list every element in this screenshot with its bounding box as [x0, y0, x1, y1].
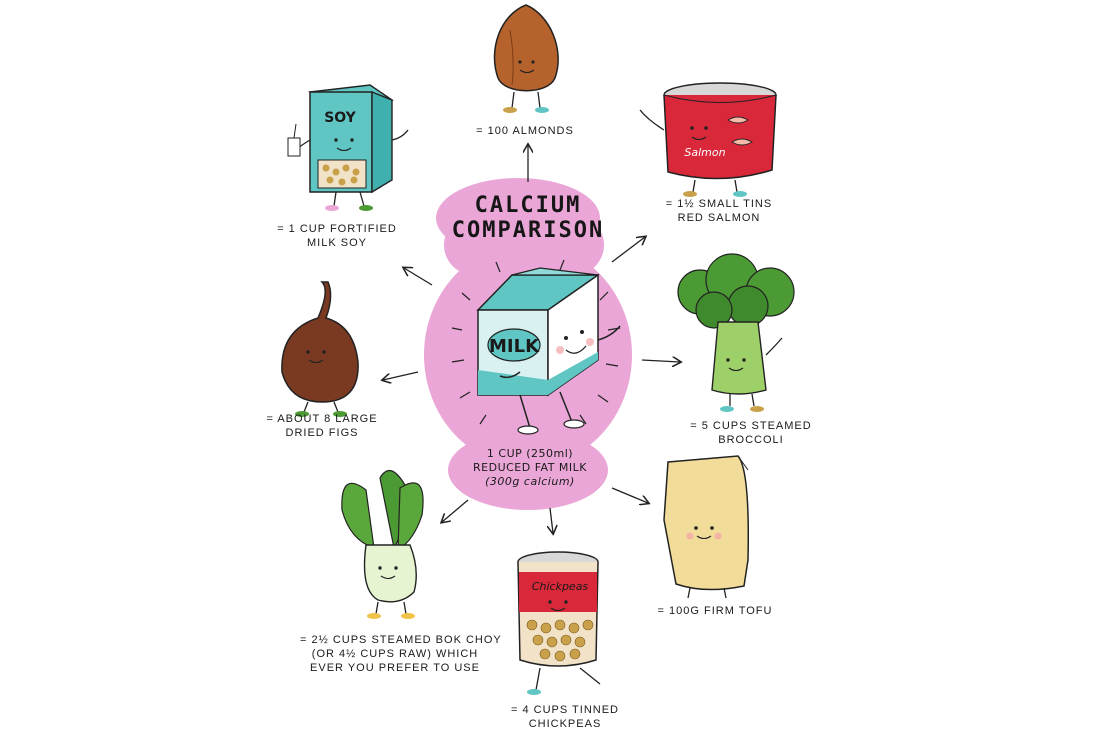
salmon-can-label: Salmon	[684, 146, 725, 159]
soy-label: = 1 CUP FORTIFIED MILK SOY	[272, 222, 402, 250]
salmon-tin-character: Salmon	[639, 82, 777, 197]
chickpea-can-label: Chickpeas	[532, 580, 589, 593]
soy-label-line-1: = 1 CUP FORTIFIED	[277, 223, 397, 235]
chickpea-tin-character: Chickpeas	[517, 551, 601, 695]
milk-caption: 1 CUP (250ml) REDUCED FAT MILK (300g cal…	[460, 447, 600, 489]
title-line-2: COMPARISON	[451, 218, 605, 243]
bok-choy-character	[341, 469, 424, 619]
milk-carton-character: MILK	[476, 267, 621, 435]
page-title: CALCIUM COMPARISON	[448, 193, 608, 243]
soy-carton-label: SOY	[324, 110, 356, 126]
broccoli-label-line-1: = 5 CUPS STEAMED	[690, 420, 812, 432]
tofu-label: = 100g FIRM TOFU	[655, 604, 775, 618]
figs-label: = ABOUT 8 LARGE DRIED FIGS	[262, 412, 382, 440]
bokchoy-label: = 2½ CUPS STEAMED BOK CHOY (OR 4½ CUPS R…	[300, 633, 502, 675]
fig-character	[281, 281, 359, 417]
title-line-1: CALCIUM	[474, 193, 582, 218]
figs-label-line-2: DRIED FIGS	[285, 427, 359, 439]
arrows	[383, 145, 680, 533]
almonds-label-line-1: = 100 ALMONDS	[476, 125, 574, 137]
arrow-to-tofu	[611, 487, 648, 503]
almonds-label: = 100 ALMONDS	[470, 124, 580, 138]
arrow-to-bokchoy	[442, 499, 469, 522]
milk-caption-line-2: REDUCED FAT MILK	[473, 461, 587, 474]
bokchoy-label-line-3: EVER YOU PREFER TO USE	[310, 662, 480, 674]
salmon-label: = 1½ SMALL TINS RED SALMON	[654, 197, 784, 225]
broccoli-label: = 5 CUPS STEAMED BROCCOLI	[686, 419, 816, 447]
figs-label-line-1: = ABOUT 8 LARGE	[266, 413, 378, 425]
bokchoy-label-line-2: (OR 4½ CUPS RAW) WHICH	[311, 648, 479, 660]
soy-label-line-2: MILK SOY	[307, 237, 367, 249]
chickpeas-label-line-2: CHICKPEAS	[528, 718, 602, 730]
tofu-character	[663, 455, 750, 599]
milk-caption-line-3: (300g calcium)	[485, 475, 575, 488]
salmon-label-line-2: RED SALMON	[677, 212, 761, 224]
milk-carton-label: MILK	[489, 336, 540, 357]
arrow-to-chickpeas	[550, 507, 553, 533]
arrow-to-soy	[404, 268, 433, 286]
arrow-to-broccoli	[641, 360, 680, 362]
broccoli-label-line-2: BROCCOLI	[718, 434, 784, 446]
almond-character	[493, 4, 559, 113]
bokchoy-label-line-1: = 2½ CUPS STEAMED BOK CHOY	[300, 634, 502, 646]
arrow-to-figs	[383, 371, 419, 380]
arrow-to-salmon	[611, 237, 645, 263]
soy-carton-character: SOY	[287, 84, 409, 211]
broccoli-character	[677, 253, 795, 412]
chickpeas-label-line-1: = 4 CUPS TINNED	[510, 704, 620, 716]
salmon-label-line-1: = 1½ SMALL TINS	[665, 198, 773, 210]
tofu-label-line-1: = 100g FIRM TOFU	[657, 605, 773, 617]
chickpeas-label: = 4 CUPS TINNED CHICKPEAS	[505, 703, 625, 731]
milk-caption-line-1: 1 CUP (250ml)	[486, 447, 574, 460]
